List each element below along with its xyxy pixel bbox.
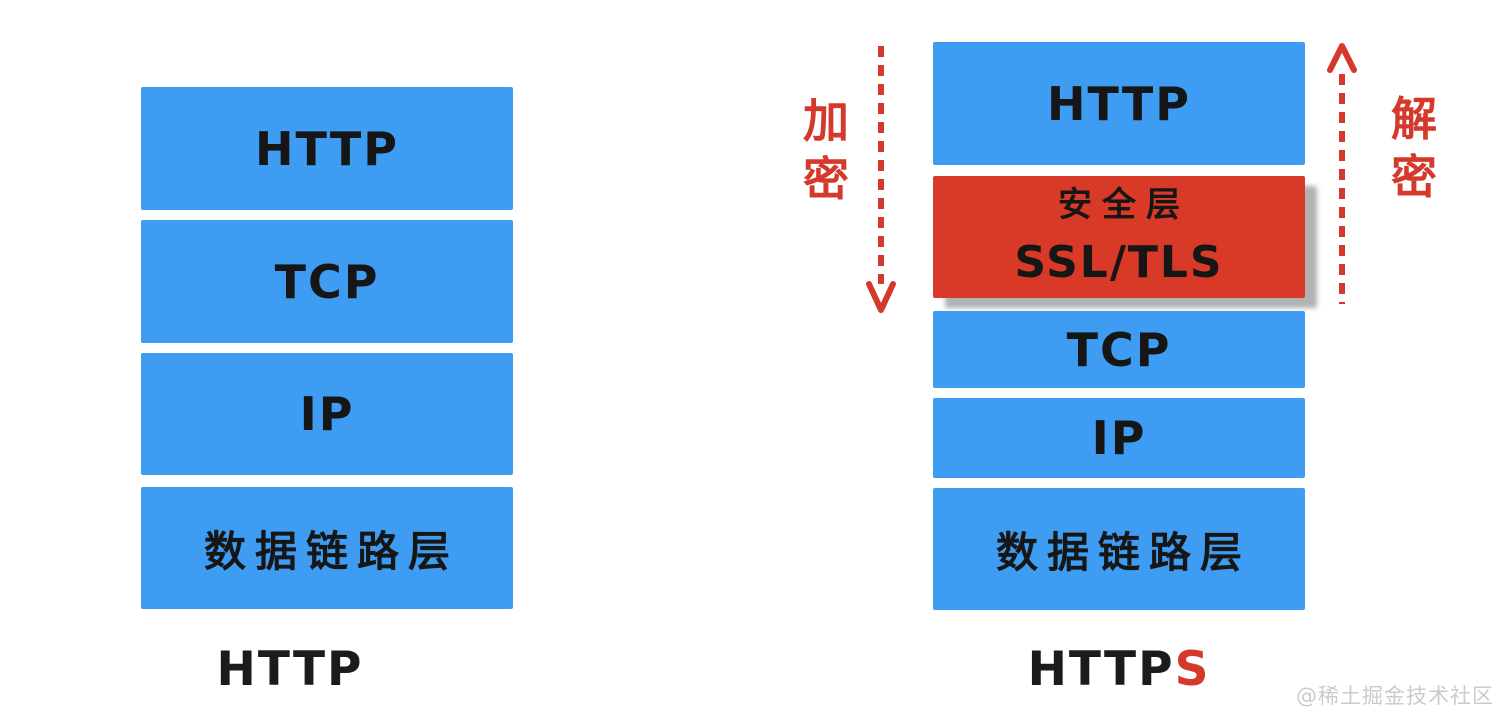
layer-label: TCP <box>274 254 380 309</box>
dashed-down-arrow-icon <box>866 46 896 313</box>
layer-label: 数据链路层 <box>995 527 1251 577</box>
layer-label: HTTP <box>254 121 400 176</box>
layer-label: HTTP <box>1046 76 1192 131</box>
http-stack-layer-tcp: TCP <box>141 220 513 343</box>
layer-label: TCP <box>1066 322 1172 377</box>
layer-label: 数据链路层 <box>203 526 459 576</box>
http-stack-layer-ip: IP <box>141 353 513 475</box>
layer-label: IP <box>1091 411 1147 465</box>
watermark: @稀土掘金技术社区 <box>1296 684 1494 708</box>
security-layer-label-cn: 安全层 <box>1058 185 1190 226</box>
layer-label: IP <box>299 387 355 441</box>
https-stack-title: HTTPS <box>933 642 1305 697</box>
https-stack-layer-security: 安全层 SSL/TLS <box>933 176 1305 298</box>
https-title-prefix: HTTP <box>1027 642 1175 697</box>
http-stack-title: HTTP <box>216 642 364 697</box>
https-title-suffix-s: S <box>1174 642 1211 697</box>
security-layer-label-ssl: SSL/TLS <box>1014 236 1224 288</box>
https-stack-layer-http: HTTP <box>933 42 1305 165</box>
encrypt-label: 加密 <box>803 94 849 206</box>
https-stack-layer-datalink: 数据链路层 <box>933 488 1305 610</box>
http-stack-layer-datalink: 数据链路层 <box>141 487 513 609</box>
https-stack-layer-ip: IP <box>933 398 1305 478</box>
decrypt-label: 解密 <box>1391 92 1437 204</box>
dashed-up-arrow-icon <box>1327 43 1357 304</box>
http-stack-layer-http: HTTP <box>141 87 513 210</box>
https-stack-layer-tcp: TCP <box>933 311 1305 388</box>
